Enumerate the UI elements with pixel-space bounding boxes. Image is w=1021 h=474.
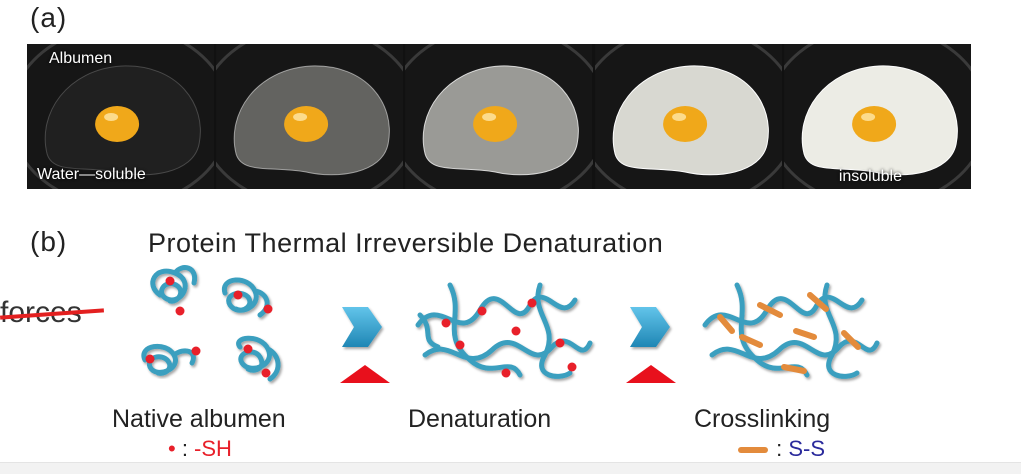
ss-bond (781, 364, 807, 374)
sh-dot (191, 346, 201, 356)
ss-bond (739, 334, 763, 348)
native-protein-4 (236, 335, 281, 382)
egg-yolk (851, 106, 896, 142)
egg-yolk (662, 106, 707, 142)
sh-dot (175, 306, 185, 316)
sh-dot (263, 304, 273, 314)
native-protein-1 (150, 265, 198, 304)
yolk-highlight (104, 113, 119, 121)
native-protein-2 (222, 277, 270, 318)
ss-legend: : S-S (738, 436, 825, 462)
native-sh-dots (145, 276, 273, 378)
sh-dot (261, 368, 271, 378)
sh-legend-sep: : (175, 436, 195, 461)
egg-svg-5 (783, 44, 972, 189)
process-arrow-2 (630, 307, 670, 347)
insoluble-caption: insoluble (838, 168, 902, 185)
denaturation-label: Denaturation (408, 405, 552, 433)
sh-dot (567, 362, 577, 372)
egg-yolk (95, 106, 140, 142)
yolk-highlight (293, 113, 308, 121)
diagram-title: Protein Thermal Irreversible Denaturatio… (148, 228, 664, 258)
native-albumen-label: Native albumen (112, 405, 286, 433)
heat-triangle-2 (626, 365, 676, 383)
egg-svg-2 (216, 44, 404, 189)
egg-photo-5: insoluble (783, 44, 972, 189)
sh-dot (527, 298, 537, 308)
bottom-bar (0, 462, 1021, 474)
sh-legend-text: -SH (194, 436, 232, 461)
struck-overlay-text: forces (0, 296, 105, 330)
sh-legend: • : -SH (168, 436, 232, 462)
egg-photo-4 (594, 44, 782, 189)
ss-bond (793, 328, 817, 340)
crosslinking-label: Crosslinking (694, 405, 831, 433)
yolk-highlight (671, 113, 686, 121)
ss-bonds (717, 292, 861, 374)
egg-photo-1: Albumen Water—soluble (27, 44, 215, 189)
sh-dot (555, 338, 565, 348)
sh-dot (165, 276, 175, 286)
denaturation-diagram (141, 265, 880, 383)
native-protein-3 (141, 343, 196, 376)
water-soluble-caption: Water—soluble (37, 166, 146, 183)
sh-dot (233, 290, 243, 300)
ss-bond (717, 314, 735, 334)
panel-b-label: (b) (30, 226, 68, 257)
denatured-sh-dots (441, 298, 577, 378)
egg-svg-4 (594, 44, 782, 189)
sh-dot (455, 340, 465, 350)
sh-dot (477, 306, 487, 316)
egg-yolk (284, 106, 329, 142)
egg-photo-2 (216, 44, 404, 189)
albumen-caption: Albumen (49, 50, 113, 67)
ss-bond (807, 292, 829, 312)
process-arrow-1 (342, 307, 382, 347)
heat-triangle-1 (340, 365, 390, 383)
panel-a-label: (a) (30, 2, 68, 33)
egg-svg-3 (405, 44, 593, 189)
sh-dot (441, 318, 451, 328)
egg-svg-1 (27, 44, 215, 189)
ss-bond (841, 330, 861, 350)
sh-dot (145, 354, 155, 364)
sh-dot (501, 368, 511, 378)
ss-legend-sep: : (770, 436, 789, 461)
sh-dot (511, 326, 521, 336)
egg-photo-strip: Albumen Water—soluble insoluble (27, 44, 972, 189)
egg-yolk (473, 106, 518, 142)
ss-bond (757, 302, 783, 318)
sh-dot (243, 344, 253, 354)
ss-legend-text: S-S (788, 436, 826, 461)
denatured-tangle (415, 282, 593, 379)
yolk-highlight (860, 113, 875, 121)
yolk-highlight (482, 113, 497, 121)
ss-legend-bar (738, 447, 768, 454)
sh-legend-dot: • (168, 436, 176, 461)
egg-photo-3 (405, 44, 593, 189)
